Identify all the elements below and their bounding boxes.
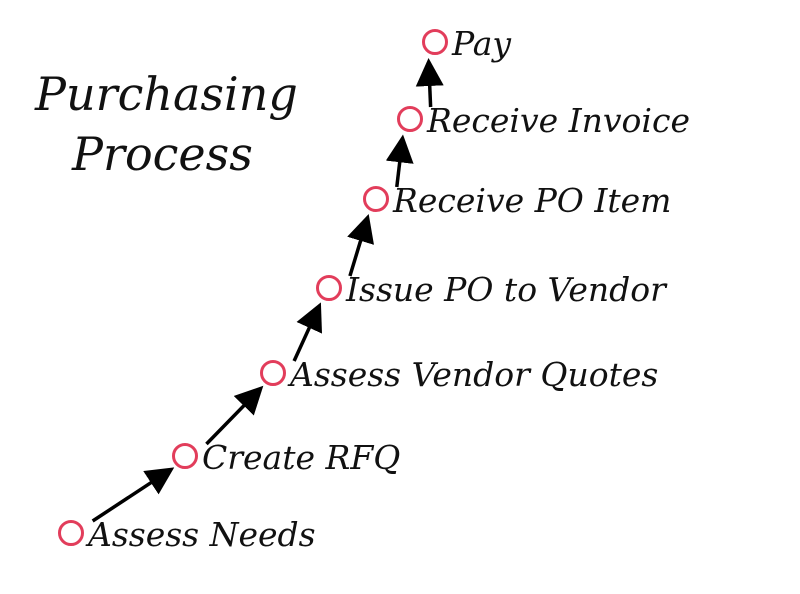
step-3: Assess Vendor Quotes (260, 355, 658, 394)
title-line-1: Purchasing (34, 67, 298, 121)
step-node-circle (172, 443, 198, 469)
arrow (415, 58, 444, 108)
step-label: Create RFQ (202, 438, 400, 477)
step-4: Issue PO to Vendor (316, 270, 668, 309)
step-node-circle (422, 29, 448, 55)
step-1: Assess Needs (58, 515, 316, 554)
step-label: Receive PO Item (392, 181, 671, 220)
step-6: Receive Invoice (397, 101, 690, 140)
step-node-circle (58, 520, 84, 546)
step-label: Assess Needs (85, 515, 316, 554)
step-2: Create RFQ (172, 438, 400, 477)
steps: Assess Needs Create RFQ Assess Vendor Quot… (58, 24, 690, 554)
arrows (91, 58, 444, 523)
step-node-circle (397, 106, 423, 132)
step-node-circle (316, 275, 342, 301)
step-label: Issue PO to Vendor (345, 270, 668, 309)
step-label: Receive Invoice (426, 101, 690, 140)
arrow (292, 302, 323, 362)
step-5: Receive PO Item (363, 181, 671, 220)
step-node-circle (363, 186, 389, 212)
step-label: Pay (451, 24, 511, 63)
step-7: Pay (422, 24, 511, 63)
arrow (385, 134, 414, 188)
step-node-circle (260, 360, 286, 386)
arrow (205, 385, 264, 446)
title-line-2: Process (71, 127, 253, 181)
arrow (347, 213, 374, 277)
arrow (91, 467, 175, 523)
step-label: Assess Vendor Quotes (287, 355, 658, 394)
